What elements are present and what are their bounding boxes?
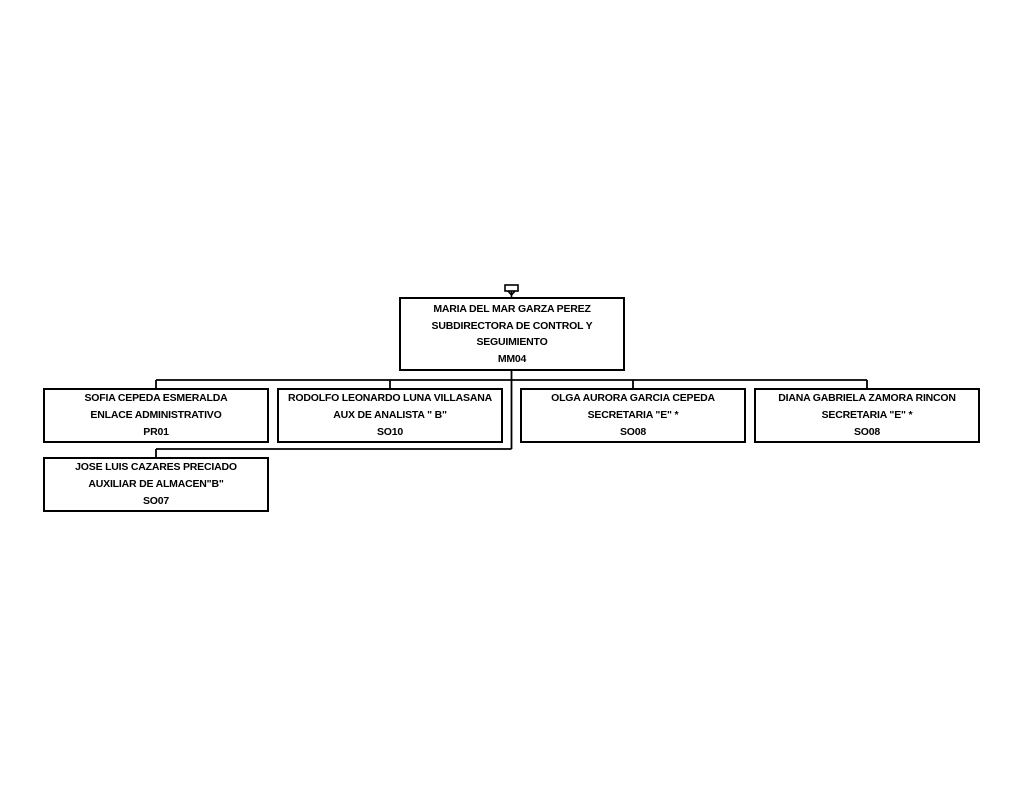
node-name: RODOLFO LEONARDO LUNA VILLASANA xyxy=(288,392,492,404)
node-code: SO08 xyxy=(619,426,647,438)
node-code: SO10 xyxy=(376,426,404,438)
node-name: MARIA DEL MAR GARZA PEREZ xyxy=(433,303,591,315)
node-title: SUBDIRECTORA DE CONTROL Y SEGUIMIENTO xyxy=(431,319,593,349)
org-node-child: JOSE LUIS CAZARES PRECIADO AUXILIAR DE A… xyxy=(43,457,269,512)
org-node-child: DIANA GABRIELA ZAMORA RINCON SECRETARIA … xyxy=(754,388,980,443)
node-title: SECRETARIA "E" * xyxy=(821,409,913,421)
node-title: AUX DE ANALISTA " B" xyxy=(333,409,447,421)
org-node-child: SOFIA CEPEDA ESMERALDA ENLACE ADMINISTRA… xyxy=(43,388,269,443)
node-name: OLGA AURORA GARCIA CEPEDA xyxy=(551,392,715,404)
node-code: SO08 xyxy=(853,426,881,438)
connector-lines xyxy=(155,371,868,457)
top-connector-icon xyxy=(504,284,519,297)
node-code: MM04 xyxy=(497,352,527,365)
node-name: DIANA GABRIELA ZAMORA RINCON xyxy=(778,392,956,404)
node-name: JOSE LUIS CAZARES PRECIADO xyxy=(75,461,237,473)
org-node-child: OLGA AURORA GARCIA CEPEDA SECRETARIA "E"… xyxy=(520,388,746,443)
node-title: ENLACE ADMINISTRATIVO xyxy=(90,409,222,421)
node-code: PR01 xyxy=(143,426,169,438)
org-node-child: RODOLFO LEONARDO LUNA VILLASANA AUX DE A… xyxy=(277,388,503,443)
node-title: SECRETARIA "E" * xyxy=(587,409,679,421)
node-name: SOFIA CEPEDA ESMERALDA xyxy=(84,392,228,404)
org-node-root: MARIA DEL MAR GARZA PEREZ SUBDIRECTORA D… xyxy=(399,297,625,371)
node-title: AUXILIAR DE ALMACEN"B" xyxy=(88,478,224,490)
node-code: SO07 xyxy=(142,495,170,507)
